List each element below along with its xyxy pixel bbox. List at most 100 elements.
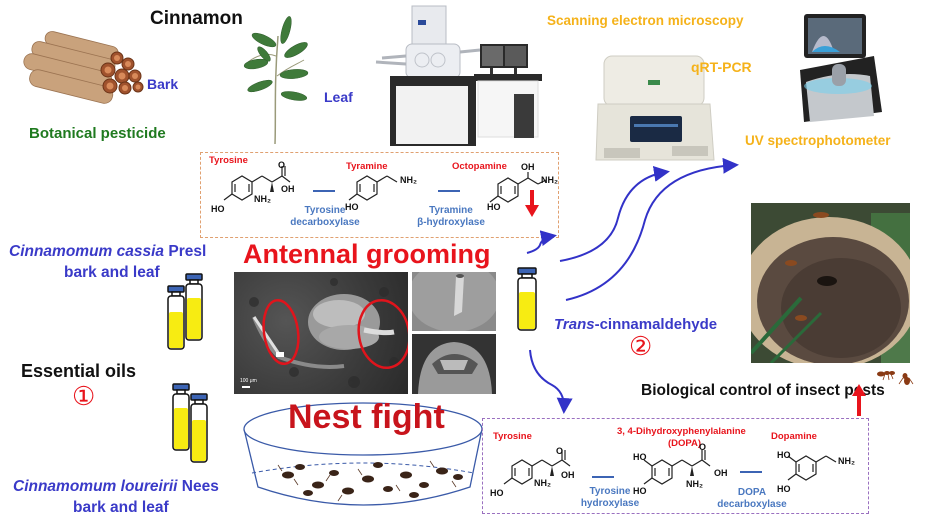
enzyme-tyrosine-hydroxylase: Tyrosine hydroxylase	[572, 486, 648, 510]
octopamine-structure	[489, 172, 547, 203]
tyrosine-structure	[503, 450, 571, 485]
species-name: Cinnamomum loureirii	[13, 478, 178, 495]
atom-nh2: NH₂	[686, 479, 703, 489]
loureirii-species-label: Cinnamomum loureirii Nees	[13, 478, 219, 496]
atom-ho: HO	[777, 484, 791, 494]
arrow-to-dopamine-box	[529, 349, 573, 414]
atom-nh2: NH₂	[400, 175, 417, 185]
enzyme-line: hydroxylase	[580, 498, 640, 509]
cinnamon-title: Cinnamon	[150, 8, 243, 29]
reaction-arrow	[592, 476, 614, 478]
ant-leg-sem	[242, 278, 408, 388]
octopamine-pathway-box	[200, 152, 559, 238]
atom-ho: HO	[633, 452, 647, 462]
leaf-label: Leaf	[324, 89, 353, 105]
atom-ho: HO	[345, 202, 359, 212]
atom-nh2: NH₂	[254, 194, 271, 204]
arrow-to-qrtpcr	[559, 165, 670, 262]
cinnamon-leaf-image	[243, 16, 309, 145]
trans-cinnamaldehyde-vial-icon	[517, 267, 537, 331]
tyrosine-structure	[223, 166, 291, 201]
essential-oil-vials-icon	[172, 383, 208, 463]
nest-fight-title: Nest fight	[288, 398, 445, 436]
step-two-marker: ②	[629, 331, 653, 361]
compound-tyramine: Tyramine	[346, 161, 388, 172]
enzyme-line: Tyrosine	[589, 486, 631, 497]
enzyme-tyramine-hydroxylase: Tyramine β-hydroxylase	[413, 205, 489, 229]
sem-mouthpart-photo	[412, 334, 496, 394]
arrow-to-uv	[565, 157, 739, 301]
compound-dopa: 3, 4-Dihydroxyphenylalanine	[617, 426, 746, 437]
atom-ho: HO	[633, 486, 647, 496]
ant-nest-photo	[751, 203, 910, 363]
essential-oils-label: Essential oils	[21, 361, 137, 381]
reaction-arrow	[438, 190, 460, 192]
cinnamon-bark-image	[23, 31, 144, 104]
compound-tyrosine: Tyrosine	[209, 155, 248, 166]
enzyme-line: β-hydroxylase	[417, 217, 485, 228]
loureirii-parts-label: bark and leaf	[73, 499, 169, 516]
atom-o: O	[278, 160, 286, 170]
sem-label: Scanning electron microscopy	[547, 13, 744, 28]
arrow-to-octopamine-box	[526, 230, 557, 254]
scale-bar-label: 100 μm	[240, 378, 257, 384]
atom-o: O	[699, 442, 707, 452]
sem-instrument-image	[375, 5, 542, 146]
botanical-pesticide-label: Botanical pesticide	[29, 125, 166, 142]
atom-oh: OH	[714, 468, 728, 478]
compound-tyrosine: Tyrosine	[493, 431, 532, 442]
dopamine-structure	[787, 455, 837, 481]
essential-oil-vials-icon	[167, 273, 203, 350]
increase-arrow-icon	[852, 384, 866, 416]
uv-label: UV spectrophotometer	[745, 133, 891, 148]
atom-o: O	[556, 446, 564, 456]
compound-dopa-abbrev: (DOPA)	[668, 438, 702, 449]
atom-ho: HO	[490, 488, 504, 498]
compound-dopamine: Dopamine	[771, 431, 817, 442]
qrtpcr-label: qRT-PCR	[691, 59, 752, 75]
species-author: Nees	[177, 478, 219, 495]
compound-octopamine: Octopamine	[452, 161, 507, 172]
cassia-species-label: Cinnamomum cassia Presl	[9, 243, 206, 261]
enzyme-line: Tyrosine	[304, 205, 346, 216]
atom-ho: HO	[211, 204, 225, 214]
petri-dish-icon	[243, 402, 483, 506]
biocontrol-label: Biological control of insect pests	[641, 382, 885, 399]
enzyme-line: decarboxylase	[290, 217, 360, 228]
species-author: Presl	[164, 243, 207, 260]
atom-nh2: NH₂	[541, 175, 558, 185]
uv-spectrophotometer-image	[800, 14, 882, 122]
step-one-marker: ①	[72, 381, 96, 411]
ant-mound	[751, 203, 910, 363]
trans-prefix: Trans	[554, 316, 595, 333]
atom-nh2: NH₂	[534, 478, 551, 488]
qrtpcr-instrument-image	[595, 55, 715, 161]
trans-cinnamaldehyde-label: Trans-cinnamaldehyde	[554, 316, 717, 333]
compound-suffix: -cinnamaldehyde	[594, 316, 718, 333]
sem-antenna-detail-photo	[412, 272, 496, 331]
atom-oh: OH	[521, 162, 535, 172]
enzyme-tyrosine-decarboxylase: Tyrosine decarboxylase	[287, 205, 363, 229]
enzyme-line: decarboxylase	[717, 499, 787, 510]
tyramine-structure	[348, 175, 398, 201]
enzyme-dopa-decarboxylase: DOPA decarboxylase	[713, 487, 791, 511]
species-name: Cinnamomum cassia	[9, 243, 165, 260]
atom-nh2: NH₂	[838, 456, 855, 466]
enzyme-line: DOPA	[737, 487, 767, 498]
antennal-grooming-title: Antennal grooming	[243, 239, 491, 269]
atom-ho: HO	[777, 450, 791, 460]
reaction-arrow	[740, 471, 762, 473]
decrease-arrow-icon	[525, 190, 539, 217]
atom-oh: OH	[281, 184, 295, 194]
enzyme-line: Tyramine	[429, 205, 473, 216]
bark-label: Bark	[147, 76, 179, 92]
ant-icon	[877, 371, 914, 385]
mouthpart-sem	[412, 334, 496, 394]
dopamine-pathway-box	[482, 418, 869, 514]
dopa-structure	[643, 450, 711, 485]
antenna-cleaner-sem	[412, 272, 496, 331]
atom-ho: HO	[487, 202, 501, 212]
cassia-parts-label: bark and leaf	[64, 264, 160, 281]
atom-oh: OH	[561, 470, 575, 480]
